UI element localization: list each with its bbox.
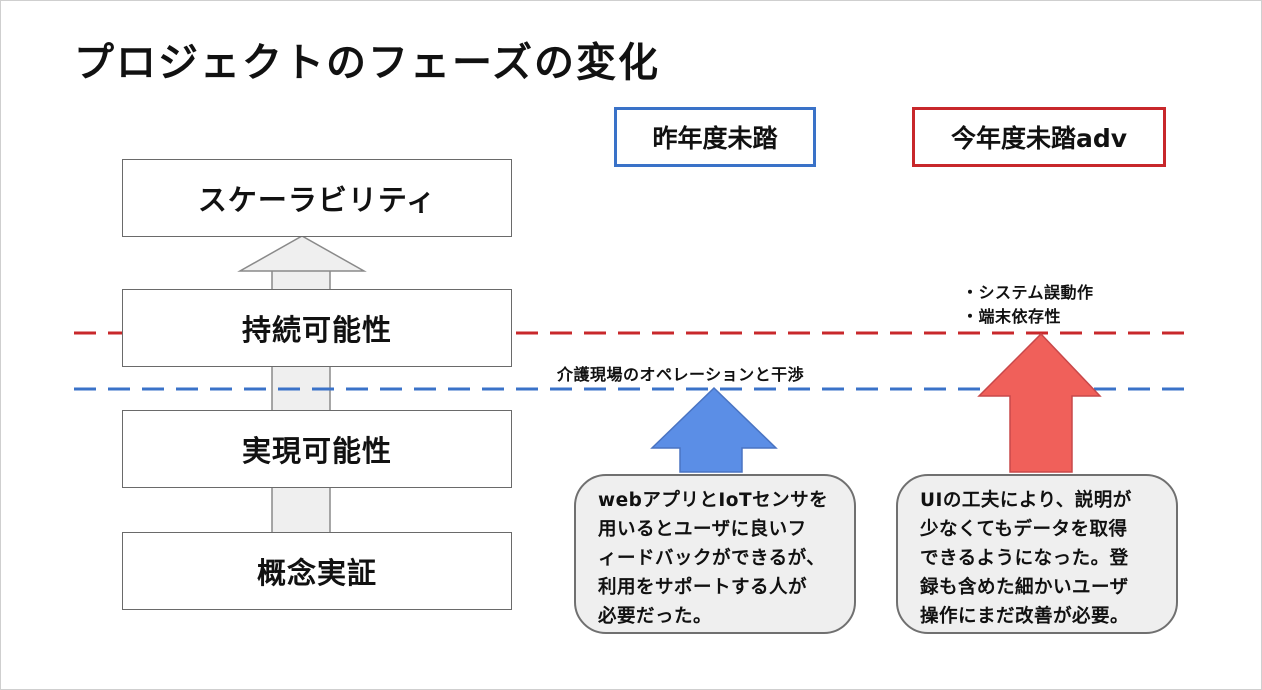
note-line: 録も含めた細かいユーザ xyxy=(920,577,1129,598)
red-threshold-point-2: ・端末依存性 xyxy=(962,307,1062,326)
note-line: 必要だった。 xyxy=(598,606,713,627)
phase-feasibility: 実現可能性 xyxy=(122,410,512,488)
note-line: 利用をサポートする人が xyxy=(598,577,808,598)
note-line: できるようになった。登 xyxy=(920,548,1129,569)
legend-this-year: 今年度未踏adv xyxy=(912,107,1166,167)
this-year-arrow xyxy=(977,332,1102,473)
last-year-arrow xyxy=(650,386,778,473)
last-year-note: webアプリとIoTセンサを 用いるとユーザに良いフ ィードバックができるが、 … xyxy=(574,474,856,634)
note-line: 操作にまだ改善が必要。 xyxy=(920,606,1130,627)
this-year-note: UIの工夫により、説明が 少なくてもデータを取得 できるようになった。登 録も含… xyxy=(896,474,1178,634)
blue-threshold-label: 介護現場のオペレーションと干渉 xyxy=(557,365,805,384)
phase-sustainability: 持続可能性 xyxy=(122,289,512,367)
note-line: 少なくてもデータを取得 xyxy=(920,519,1128,540)
note-line: 用いるとユーザに良いフ xyxy=(598,519,807,540)
red-threshold-point-1: ・システム誤動作 xyxy=(962,283,1094,302)
legend-last-year: 昨年度未踏 xyxy=(614,107,816,167)
note-line: UIの工夫により、説明が xyxy=(920,490,1132,511)
phase-scalability: スケーラビリティ xyxy=(122,159,512,237)
note-line: webアプリとIoTセンサを xyxy=(598,490,829,511)
phase-proof-of-concept: 概念実証 xyxy=(122,532,512,610)
slide-title: プロジェクトのフェーズの変化 xyxy=(74,40,660,86)
note-line: ィードバックができるが、 xyxy=(598,548,826,569)
